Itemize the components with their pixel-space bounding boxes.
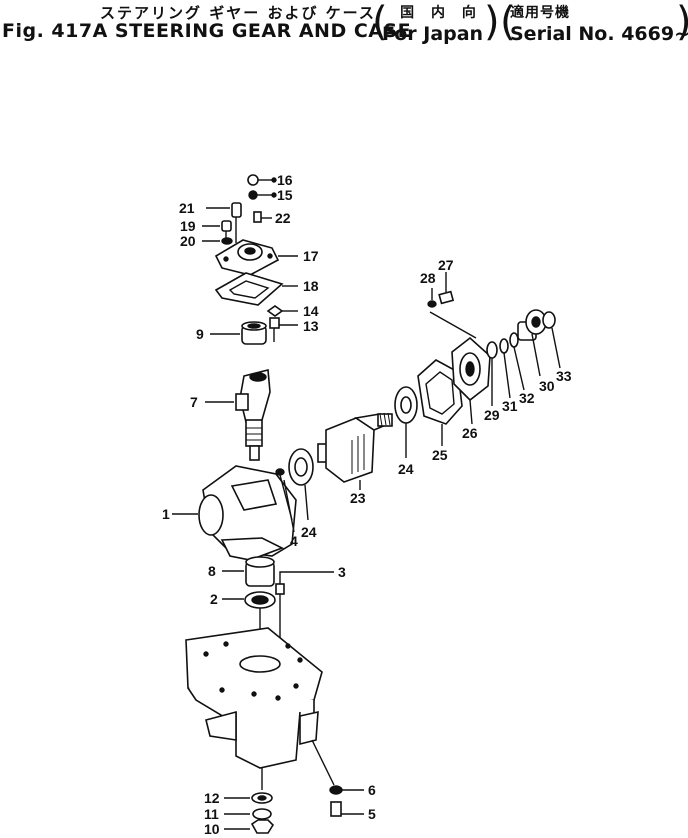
part-26-cover-housing [451,336,491,425]
part-4-pin [283,479,295,533]
callout-8: 8 [208,563,216,579]
part-33-cap [542,311,561,369]
callout-4: 4 [290,533,298,549]
region-note: 国 内 向 For Japan [372,2,500,45]
part-1-gear-case [172,465,297,561]
callout-16: 16 [277,172,293,188]
serial-en: Serial No. 4669~ [510,23,688,45]
serial-jp: 適用号機 [510,5,570,21]
callout-24b: 24 [398,461,414,477]
part-28-washer [427,288,437,308]
part-12-washer [224,792,273,804]
callout-2: 2 [210,591,218,607]
part-22-bolt [253,211,272,223]
japanese-title: ステアリング ギヤー および ケース [100,4,376,22]
callout-24a: 24 [301,524,317,540]
region-en: For Japan [382,23,484,45]
part-6-washer [329,785,364,795]
callout-19: 19 [180,218,196,234]
callout-17: 17 [303,248,319,264]
part-23-sector-shaft [317,412,393,490]
part-16-plug [247,174,277,186]
exploded-parts-diagram: 16 15 21 22 19 20 17 18 14 13 9 7 1 4 24… [162,172,572,837]
part-9-bearing [210,321,267,345]
mounting-bracket [185,627,335,790]
bracket-close-icon: ) [676,0,688,44]
callout-1: 1 [162,506,170,522]
part-7-steering-shaft [205,368,271,461]
callout-22: 22 [275,210,291,226]
page-header: ステアリング ギヤー および ケース Fig. 417A STEERING GE… [0,0,688,48]
part-5-bolt [330,801,364,817]
callout-29: 29 [484,407,500,423]
callout-12: 12 [204,790,220,806]
part-32-ring [509,332,525,391]
callout-15: 15 [277,187,293,203]
serial-note: 適用号機 Serial No. 4669~ [500,2,688,45]
callout-31: 31 [502,398,518,414]
part-8-bushing [222,556,275,587]
part-24-bearing [288,448,314,521]
bracket-open-icon: ( [500,0,516,45]
callout-5: 5 [368,806,376,822]
part-31-ring [499,338,511,399]
callout-7: 7 [190,394,198,410]
part-29-ring [486,341,498,406]
callout-25: 25 [432,447,448,463]
callout-21: 21 [179,200,195,216]
callout-32: 32 [519,390,535,406]
callout-13: 13 [303,318,319,334]
callout-10: 10 [204,821,220,837]
part-15-washer [248,190,277,200]
callout-27: 27 [438,257,454,273]
part-20-washer [202,237,233,245]
callout-33: 33 [556,368,572,384]
part-18-gasket [214,272,298,306]
part-13-bolt [269,317,298,342]
callout-26: 26 [462,425,478,441]
region-jp: 国 内 向 [400,5,482,21]
callout-14: 14 [303,303,319,319]
callout-9: 9 [196,326,204,342]
part-14-washer [266,305,298,317]
callout-3: 3 [338,564,346,580]
part-21-bolt [206,202,242,243]
callout-6: 6 [368,782,376,798]
callout-30: 30 [539,378,555,394]
part-11-washer [224,808,272,820]
figure-title: Fig. 417A STEERING GEAR AND CASE [2,20,412,42]
callout-18: 18 [303,278,319,294]
callout-23: 23 [350,490,366,506]
callout-28: 28 [420,270,436,286]
bracket-close-icon: ) [484,0,500,45]
part-24-bearing-right [394,386,418,458]
part-30-adjuster [517,309,547,377]
part-17-cover [214,239,298,276]
bracket-open-icon: ( [372,0,388,45]
part-10-nut [224,819,275,834]
callout-20: 20 [180,233,196,249]
part-19-bolt [202,220,232,240]
part-25-gasket [417,359,463,446]
callout-11: 11 [204,806,219,822]
part-27-bolt [429,272,477,339]
part-3-pin [275,571,334,595]
